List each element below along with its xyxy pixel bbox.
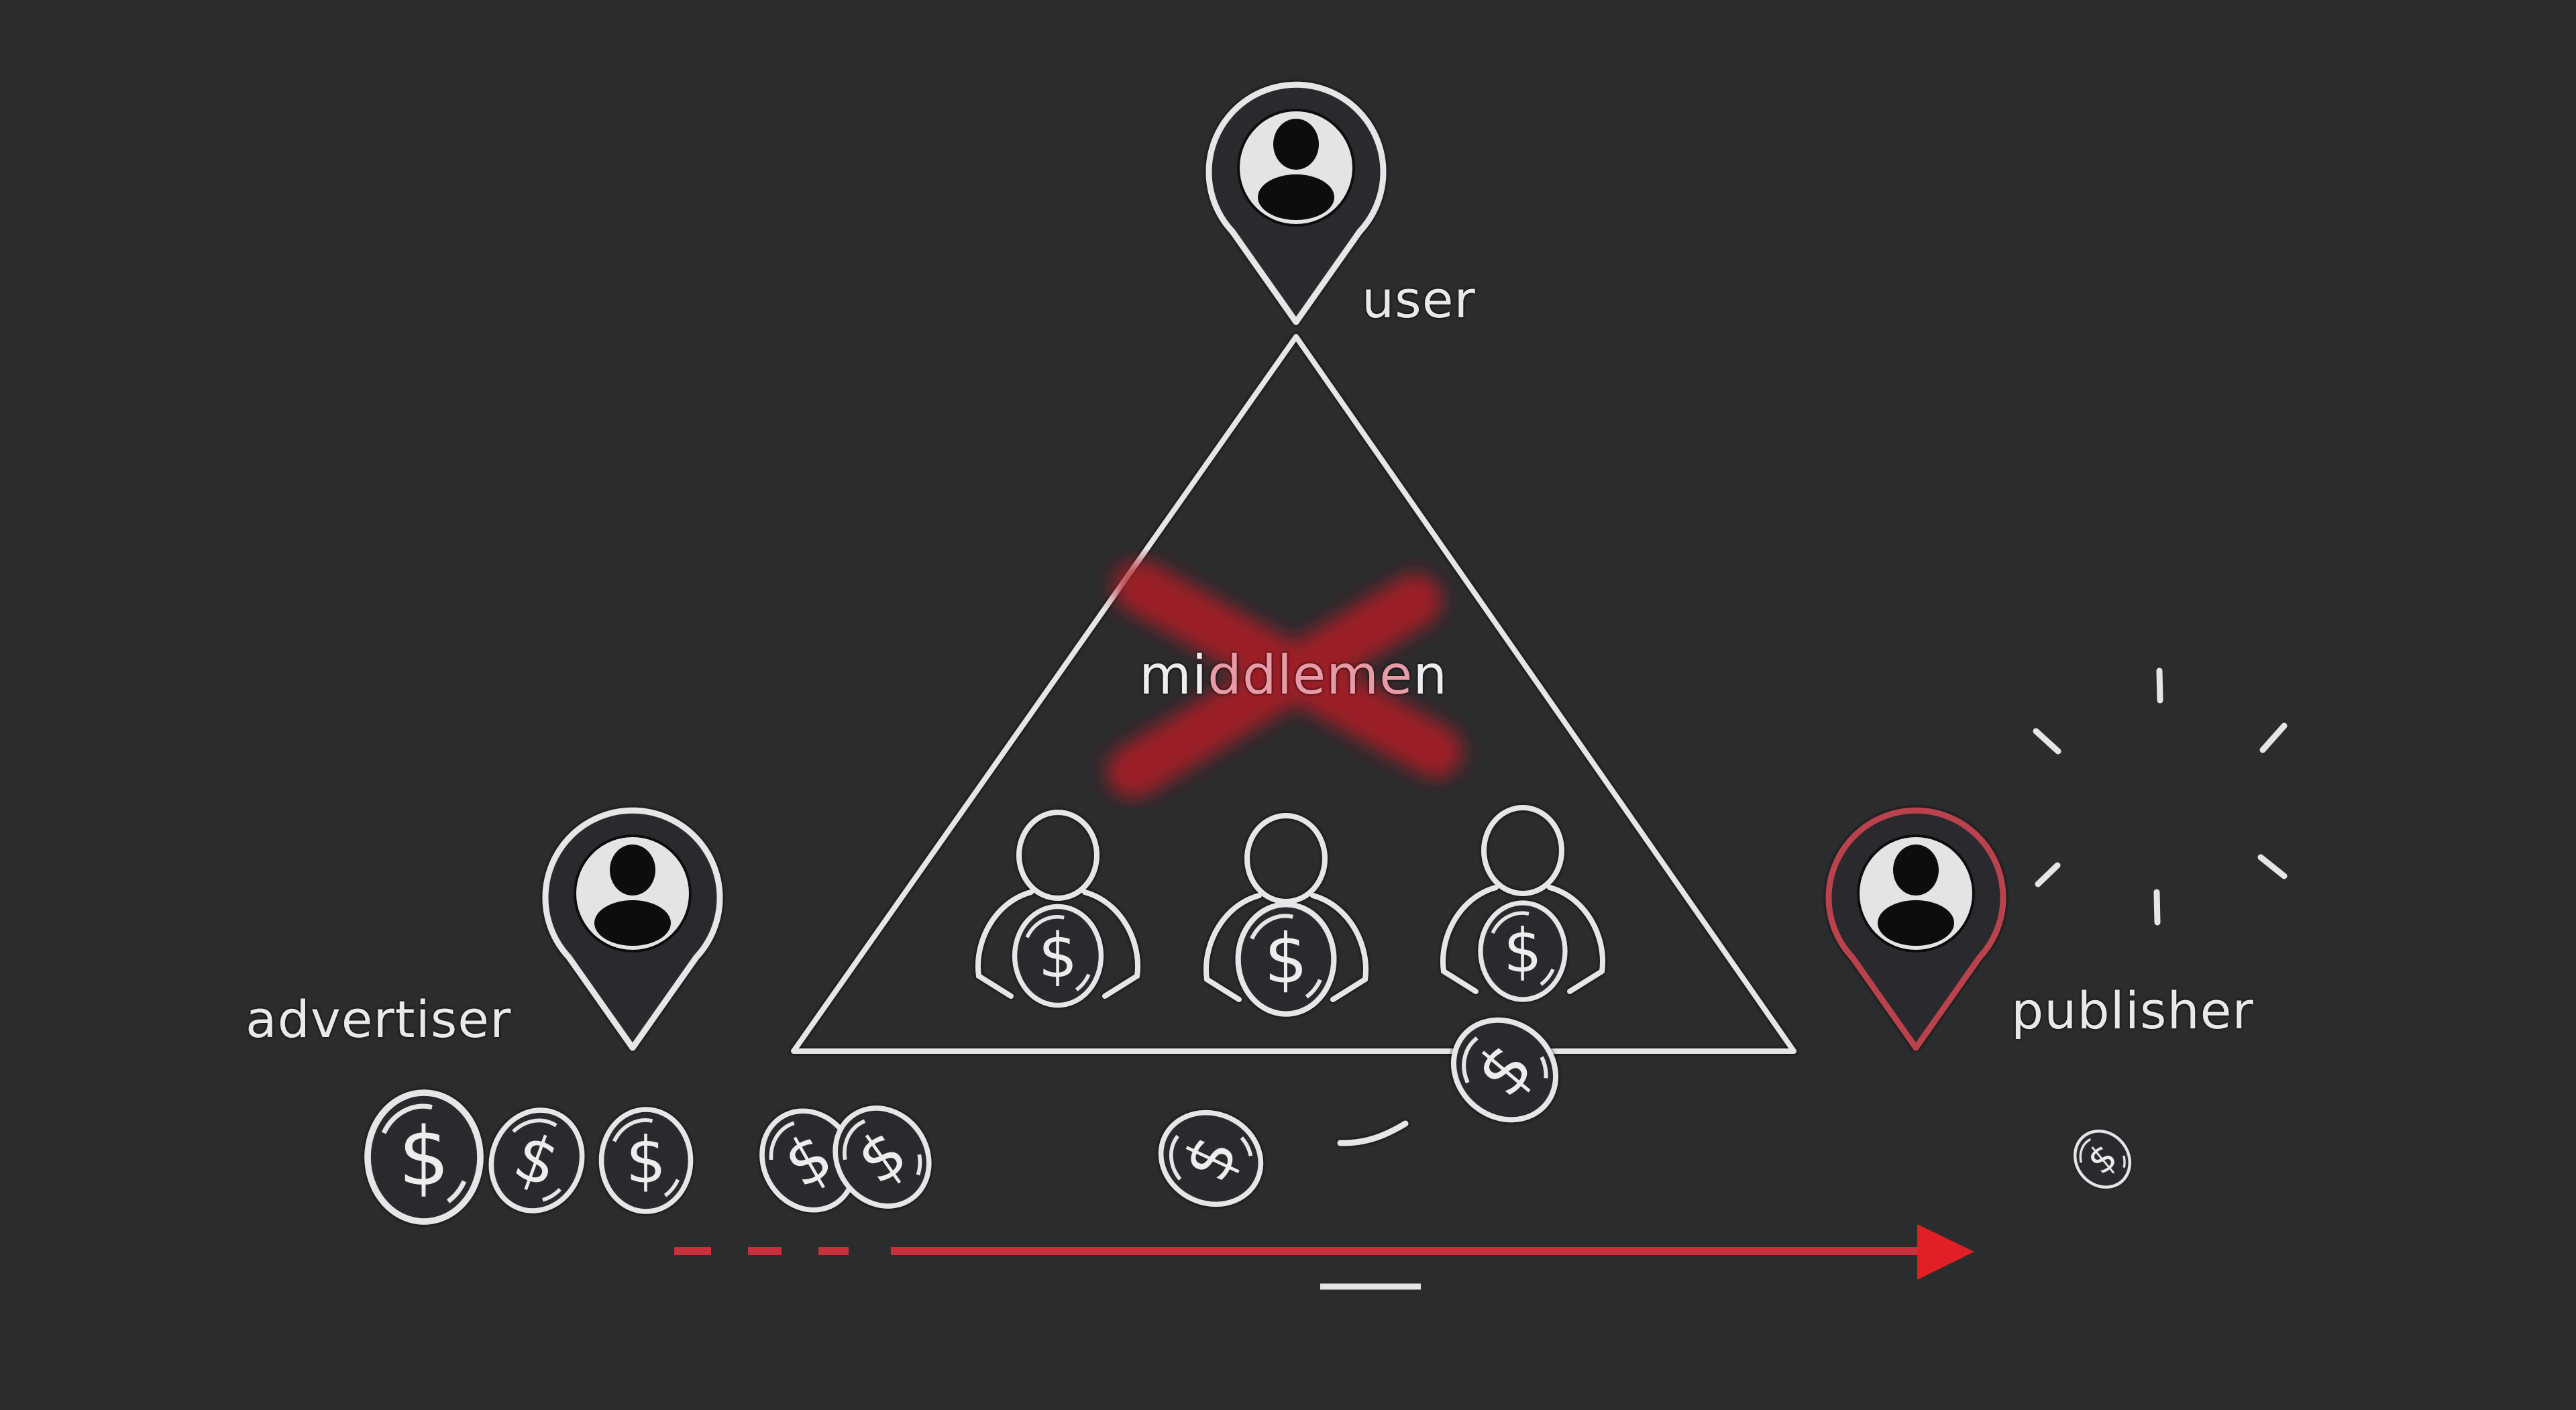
middleman-person-1 bbox=[978, 812, 1138, 1006]
middleman-person-2 bbox=[1206, 816, 1366, 1014]
user-label: user bbox=[1362, 270, 1476, 329]
cross-out-icon bbox=[1107, 560, 1462, 798]
middlemen-label-part3: n bbox=[1413, 644, 1448, 706]
middlemen-label: middlemen bbox=[1139, 644, 1448, 706]
sparkle-icon bbox=[2033, 667, 2288, 926]
advertiser-label: advertiser bbox=[246, 989, 512, 1049]
middlemen-label-part1: mi bbox=[1139, 644, 1208, 706]
middlemen-triangle bbox=[791, 334, 1796, 1054]
user-pin-icon bbox=[1209, 85, 1383, 322]
middleman-person-3 bbox=[1443, 808, 1603, 999]
transit-coins bbox=[1146, 999, 1576, 1220]
advertiser-coins bbox=[368, 1090, 948, 1227]
publisher-label: publisher bbox=[2011, 981, 2254, 1040]
publisher-pin-icon bbox=[1825, 807, 2006, 1051]
publisher-coin bbox=[2063, 1120, 2141, 1199]
payment-flow-arrow bbox=[674, 1224, 1974, 1280]
advertiser-pin-icon bbox=[545, 810, 720, 1048]
middlemen-label-part2: ddleme bbox=[1208, 644, 1413, 706]
